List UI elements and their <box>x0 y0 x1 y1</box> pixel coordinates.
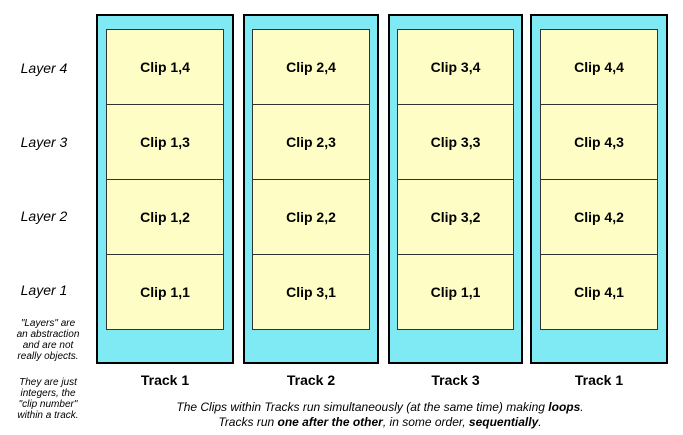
note-line: within a track. <box>17 410 79 421</box>
clip-cell: Clip 1,2 <box>106 179 224 255</box>
clip-cell: Clip 3,1 <box>252 254 370 330</box>
note-line: "Layers" are <box>20 318 76 329</box>
caption-text: , in some order, <box>382 415 469 429</box>
clip-cell: Clip 1,3 <box>106 104 224 180</box>
clip-cell: Clip 2,3 <box>252 104 370 180</box>
caption-line-1: The Clips within Tracks run simultaneous… <box>100 400 660 414</box>
note-line: "clip number" <box>18 399 78 410</box>
track-box-2: Clip 2,4 Clip 2,3 Clip 2,2 Clip 3,1 <box>243 14 379 364</box>
note-line: integers, the <box>20 388 76 399</box>
caption-bold: loops <box>548 400 581 414</box>
layers-note: "Layers" are an abstraction and are not … <box>0 318 96 362</box>
clip-cell: Clip 4,1 <box>540 254 658 330</box>
clip-cell: Clip 1,4 <box>106 29 224 105</box>
track-box-1: Clip 1,4 Clip 1,3 Clip 1,2 Clip 1,1 <box>96 14 234 364</box>
clip-cell: Clip 2,2 <box>252 179 370 255</box>
clip-cell: Clip 2,4 <box>252 29 370 105</box>
layer-label-2: Layer 2 <box>20 208 68 224</box>
layer-label-3: Layer 3 <box>20 134 68 150</box>
caption-bold: sequentially <box>468 415 539 429</box>
track-box-3: Clip 3,4 Clip 3,3 Clip 3,2 Clip 1,1 <box>388 14 523 364</box>
note-line: really objects. <box>17 351 79 362</box>
track-label-3: Track 3 <box>431 372 480 388</box>
caption-bold: one after the other <box>277 415 383 429</box>
clip-cell: Clip 4,2 <box>540 179 658 255</box>
track-label-4: Track 1 <box>574 372 624 388</box>
clip-cell: Clip 4,3 <box>540 104 658 180</box>
caption-text: . <box>580 400 584 414</box>
clip-cell: Clip 3,2 <box>397 179 514 255</box>
integers-note: They are just integers, the "clip number… <box>0 377 96 421</box>
caption-text: Tracks run <box>218 415 278 429</box>
layer-label-4: Layer 4 <box>20 60 68 76</box>
layer-label-1: Layer 1 <box>20 282 68 298</box>
track-label-2: Track 2 <box>286 372 336 388</box>
caption-line-2: Tracks run one after the other, in some … <box>100 415 660 429</box>
note-line: They are just <box>19 377 77 388</box>
clip-cell: Clip 4,4 <box>540 29 658 105</box>
clip-cell: Clip 3,4 <box>397 29 514 105</box>
note-line: and are not <box>22 340 74 351</box>
track-box-4: Clip 4,4 Clip 4,3 Clip 4,2 Clip 4,1 <box>530 14 668 364</box>
clip-cell: Clip 3,3 <box>397 104 514 180</box>
clip-cell: Clip 1,1 <box>397 254 514 330</box>
clip-cell: Clip 1,1 <box>106 254 224 330</box>
note-line: an abstraction <box>16 329 80 340</box>
caption-text: The Clips within Tracks run simultaneous… <box>176 400 549 414</box>
caption-text: . <box>538 415 542 429</box>
track-label-1: Track 1 <box>140 372 190 388</box>
